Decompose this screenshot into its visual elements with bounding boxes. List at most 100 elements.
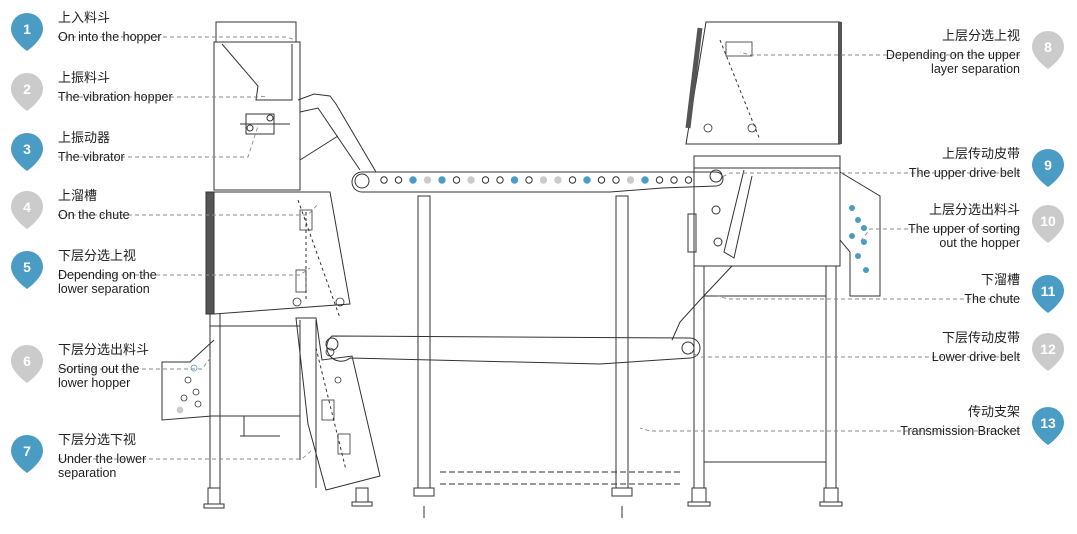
badge-number: 3 <box>23 141 31 157</box>
leader-line-3 <box>58 125 259 158</box>
callout-2: 上振料斗 The vibration hopper <box>58 70 298 104</box>
badge-6: 6 <box>10 344 44 383</box>
middle-pillars <box>413 195 680 518</box>
upper-chute <box>297 93 377 173</box>
lower-outlet-hopper <box>161 339 215 421</box>
leader-line-7 <box>58 449 313 460</box>
callout-label-zh: 上振动器 <box>58 130 111 145</box>
callout-label-en-line: out the hopper <box>939 236 1020 250</box>
callout-label-en-line: The chute <box>964 292 1020 306</box>
badge-number: 13 <box>1040 415 1056 431</box>
belt-material-dot <box>496 176 504 184</box>
callout-label-en-line: The vibrator <box>58 150 125 164</box>
leader-line-12 <box>689 351 1020 358</box>
badge-13: 13 <box>1031 406 1065 445</box>
belt-material-dot <box>684 176 693 184</box>
belt-material-dot <box>597 176 606 184</box>
badge-1: 1 <box>10 12 44 51</box>
callout-3: 上振动器 The vibrator <box>58 130 298 164</box>
belt-material-dot <box>626 176 635 184</box>
callout-label-zh: 下层分选出料斗 <box>58 342 150 357</box>
callout-label-zh: 下溜槽 <box>980 272 1020 287</box>
callout-label-en-line: separation <box>58 466 117 480</box>
callout-label-en: On the chute <box>58 208 298 222</box>
vibrator <box>240 113 290 135</box>
badge-number: 10 <box>1040 213 1056 229</box>
belt-material-dot <box>670 176 678 184</box>
badge-number: 5 <box>23 259 31 275</box>
lower-drive-belt <box>325 335 701 365</box>
badge-number: 8 <box>1044 39 1052 55</box>
callout-label-en-line: Sorting out the <box>58 362 140 376</box>
callout-label-en: The chute <box>780 292 1020 306</box>
callout-label-zh: 上溜槽 <box>58 188 98 203</box>
callout-11: 下溜槽 The chute <box>780 272 1020 306</box>
callout-label-en-line: The upper drive belt <box>908 166 1020 180</box>
badge-11: 11 <box>1031 274 1065 313</box>
callout-label-zh: 上层分选上视 <box>941 28 1020 43</box>
belt-material-dot <box>568 176 577 184</box>
upper-outlet-hopper <box>839 171 881 297</box>
upper-body <box>213 41 301 191</box>
belt-material-dot <box>554 176 562 184</box>
lower-sorter-body <box>213 191 351 315</box>
callout-label-zh: 上振料斗 <box>58 70 111 85</box>
badge-3: 3 <box>10 132 44 171</box>
belt-material-dot <box>525 176 533 184</box>
callout-label-zh: 上层传动皮带 <box>941 146 1020 161</box>
callout-label-en: On into the hopper <box>58 30 298 44</box>
leader-line-1 <box>58 36 297 41</box>
callout-label-en-line: On into the hopper <box>58 30 162 44</box>
belt-material-dot <box>539 176 548 184</box>
callout-label-en: The vibrator <box>58 150 298 164</box>
belt-material-dot <box>452 176 461 184</box>
leader-line-2 <box>58 95 269 98</box>
leader-line-4 <box>58 203 319 216</box>
callout-9: 上层传动皮带 The upper drive belt <box>780 146 1020 180</box>
badge-number: 7 <box>23 443 31 459</box>
badge-number: 2 <box>23 81 31 97</box>
leader-line-10 <box>859 228 1020 243</box>
belt-material-dot <box>612 176 620 184</box>
callout-label-en: Lower drive belt <box>780 350 1020 364</box>
belt-material-dot <box>380 176 388 184</box>
badge-12: 12 <box>1031 332 1065 371</box>
callout-label-en: The vibration hopper <box>58 90 298 104</box>
badge-8: 8 <box>1031 30 1065 69</box>
callout-label-en: Transmission Bracket <box>780 424 1020 438</box>
belt-material-dot <box>409 176 417 184</box>
belt-material-dot <box>467 176 475 184</box>
left-feet <box>203 487 373 509</box>
badge-9: 9 <box>1031 148 1065 187</box>
leader-line-5 <box>58 267 311 276</box>
callout-label-en: The upper drive belt <box>780 166 1020 180</box>
badge-4: 4 <box>10 190 44 229</box>
badge-number: 4 <box>23 199 31 215</box>
badge-10: 10 <box>1031 204 1065 243</box>
callout-label-zh: 下层传动皮带 <box>941 330 1020 345</box>
belt-material-dot <box>655 176 664 184</box>
callout-label-en-line: On the chute <box>58 208 130 222</box>
belt-material-dot <box>481 176 490 184</box>
right-sorter <box>671 21 881 507</box>
callout-4: 上溜槽 On the chute <box>58 188 298 222</box>
leader-line-9 <box>719 172 1020 179</box>
badge-number: 9 <box>1044 157 1052 173</box>
callout-label-en-line: Depending on the upper <box>885 48 1020 62</box>
belt-material-dot <box>438 176 446 184</box>
callout-label-en-line: layer separation <box>931 62 1020 76</box>
callout-12: 下层传动皮带 Lower drive belt <box>780 330 1020 364</box>
badge-7: 7 <box>10 434 44 473</box>
badge-number: 12 <box>1040 341 1056 357</box>
